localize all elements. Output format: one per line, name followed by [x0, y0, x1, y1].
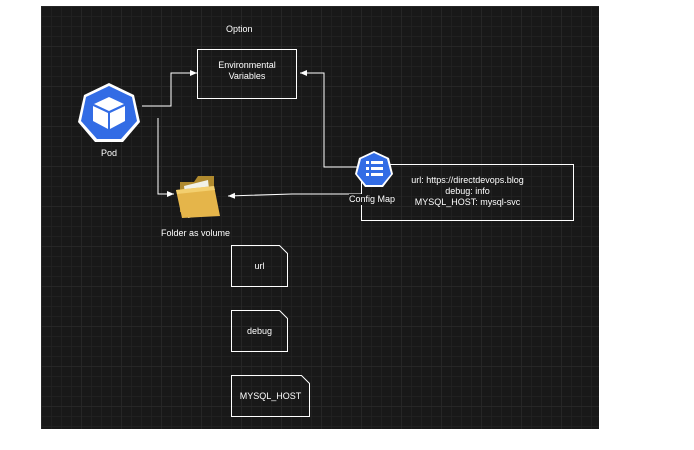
file-url-label: url [254, 261, 265, 271]
folder-icon [176, 176, 220, 218]
pod-label: Pod [101, 148, 118, 158]
kubernetes-pod-icon [78, 83, 140, 142]
config-map-node[interactable] [354, 150, 394, 188]
kubernetes-configmap-icon [355, 151, 393, 187]
pod-node[interactable] [76, 81, 142, 143]
config-line-debug: debug: info [445, 186, 490, 196]
file-shape [231, 375, 310, 417]
configmap-to-env-arrow [300, 70, 358, 168]
pod-to-env-arrow [142, 70, 197, 107]
diagram-canvas [41, 6, 599, 429]
configmap-to-folder-arrow [227, 192, 361, 199]
config-line-mysql-host: MYSQL_HOST: mysql-svc [414, 197, 521, 207]
folder-label: Folder as volume [161, 228, 231, 238]
config-line-url: url: https://directdevops.blog [411, 175, 524, 185]
folder-node[interactable] [174, 172, 226, 220]
file-mysql-host-label: MYSQL_HOST [239, 391, 302, 401]
config-map-data-box[interactable]: url: https://directdevops.blog debug: in… [361, 164, 574, 221]
file-debug-label: debug [246, 326, 273, 336]
file-mysql-host[interactable]: MYSQL_HOST [231, 375, 310, 417]
file-shape [231, 245, 288, 287]
environmental-variables-box[interactable]: Environmental Variables [197, 49, 297, 99]
file-debug[interactable]: debug [231, 310, 288, 352]
file-url[interactable]: url [231, 245, 288, 287]
config-map-label: Config Map [349, 194, 396, 205]
env-box-line2: Variables [228, 71, 266, 81]
env-box-line1: Environmental [218, 60, 276, 70]
pod-to-folder-arrow [157, 118, 174, 197]
file-shape [231, 310, 288, 352]
option-label: Option [226, 24, 253, 34]
